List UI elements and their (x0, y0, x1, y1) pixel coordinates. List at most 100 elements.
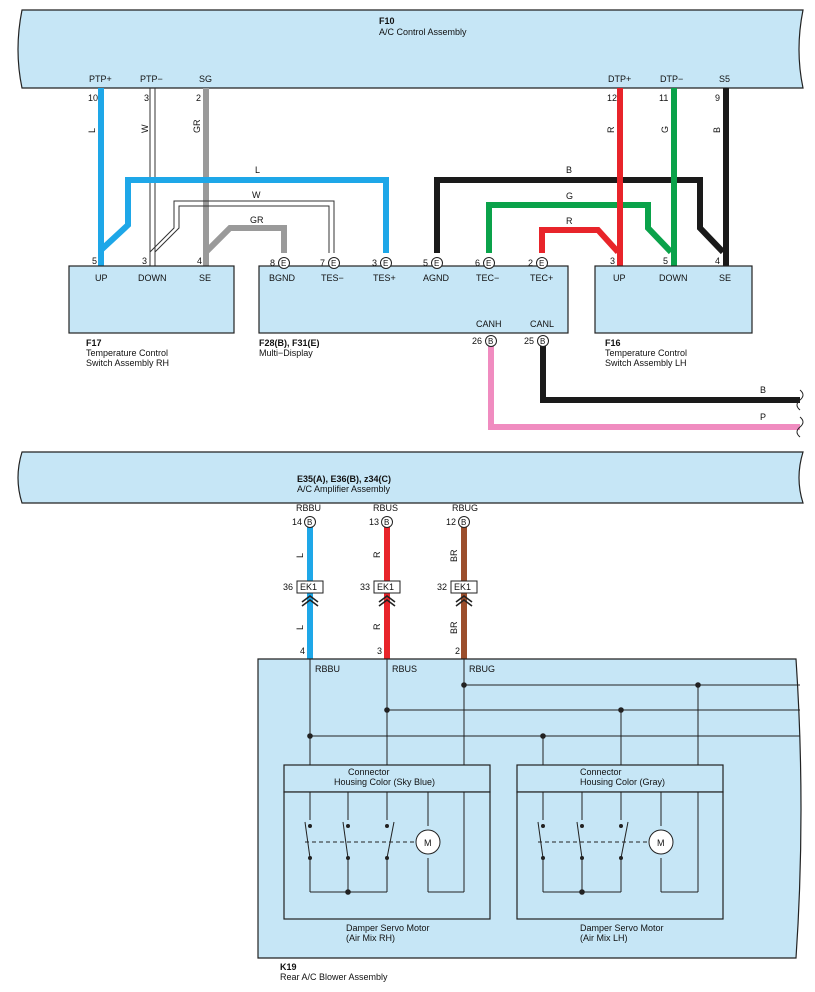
f10-pin-num: 12 (607, 93, 617, 103)
f17-code: F17 (86, 338, 102, 348)
ek1-connector-36 (296, 580, 324, 607)
wire-color-label: BR (449, 549, 459, 562)
motor-rh-circuit (304, 792, 465, 893)
motor-lh-circuit (537, 792, 699, 893)
f10-pin-sg: SG (199, 74, 212, 84)
wire-color-label: L (255, 165, 260, 175)
f10-pin-num: 9 (715, 93, 720, 103)
amp-pin-num: 13 (369, 517, 379, 527)
motor-rh-switch-dots (308, 824, 389, 895)
f17-name-line2: Switch Assembly RH (86, 358, 169, 368)
motor-lh-m-symbol: M (657, 838, 665, 848)
wire-color-label: GR (250, 215, 264, 225)
motor-rh-header-line2: Housing Color (Sky Blue) (334, 777, 435, 787)
f17-pin-num: 3 (142, 256, 147, 266)
f10-pin-num: 3 (144, 93, 149, 103)
wire-break-mark (796, 416, 804, 438)
ek1-pin-num: 33 (360, 582, 370, 592)
f28-pin-tag: B (540, 337, 545, 346)
f10-bar (17, 9, 804, 89)
amp-pin-rbug: RBUG (452, 503, 478, 513)
f28-pin-num: 7 (320, 258, 325, 268)
wire-color-label: G (660, 126, 670, 133)
ek1-label: EK1 (454, 582, 471, 592)
f17-pin-up: UP (95, 273, 108, 283)
f28-pin-tag: E (486, 259, 491, 268)
wire-g-tec-minus (486, 202, 674, 255)
f28-pin-tes-plus: TES+ (373, 273, 396, 283)
f28-pin-num: 26 (472, 336, 482, 346)
f17-pin-num: 5 (92, 256, 97, 266)
f16-pin-num: 3 (610, 256, 615, 266)
f17-pin-num: 4 (197, 256, 202, 266)
f28-pin-tag: E (383, 259, 388, 268)
wire-color-label: L (295, 625, 305, 630)
amp-connectors (304, 516, 470, 528)
wire-r-tec-plus (539, 227, 621, 255)
k19-pin-rbus: RBUS (392, 664, 417, 674)
amplifier-bar (17, 451, 804, 504)
wire-color-label: L (295, 553, 305, 558)
k19-pin-num: 2 (455, 646, 460, 656)
f10-pin-dtp-minus: DTP− (660, 74, 683, 84)
ek1-label: EK1 (300, 582, 317, 592)
motor-rh-m-symbol: M (424, 838, 432, 848)
k19-pin-rbug: RBUG (469, 664, 495, 674)
motor-lh-header-line2: Housing Color (Gray) (580, 777, 665, 787)
f28-pin-tag: E (281, 259, 286, 268)
f16-pin-se: SE (719, 273, 731, 283)
wire-color-label: R (566, 216, 573, 226)
amp-pin-tag: B (307, 518, 312, 527)
f28-pin-tag: E (434, 259, 439, 268)
k19-junction-dots (307, 682, 701, 739)
wire-color-label: R (372, 551, 382, 558)
f16-name-line2: Switch Assembly LH (605, 358, 687, 368)
wire-color-label: L (87, 128, 97, 133)
amp-pin-rbbu: RBBU (296, 503, 321, 513)
f10-pin-num: 10 (88, 93, 98, 103)
motor-rh-header-line1: Connector (348, 767, 390, 777)
f28-pin-bgnd: BGND (269, 273, 296, 283)
amp-pin-rbus: RBUS (373, 503, 398, 513)
f16-box (594, 265, 753, 334)
wire-color-label: B (566, 165, 572, 175)
amp-pin-num: 14 (292, 517, 302, 527)
f10-pin-ptp-minus: PTP− (140, 74, 163, 84)
motor-rh-connector-box (283, 764, 491, 793)
f16-pin-up: UP (613, 273, 626, 283)
f28-pin-num: 25 (524, 336, 534, 346)
wire-color-label: W (252, 190, 261, 200)
k19-pin-num: 3 (377, 646, 382, 656)
f10-pin-s5: S5 (719, 74, 730, 84)
f28-pin-agnd: AGND (423, 273, 450, 283)
f10-pin-num: 2 (196, 93, 201, 103)
f28-bottom-connectors (485, 335, 549, 347)
k19-code: K19 (280, 962, 297, 972)
wire-color-label: GR (192, 119, 202, 133)
wire-color-label: W (140, 124, 150, 133)
f28-top-connectors (278, 257, 548, 269)
f28-pin-tec-minus: TEC− (476, 273, 499, 283)
wire-l-to-tes-plus (98, 177, 389, 253)
f28-pin-canl: CANL (530, 319, 554, 329)
f28-code: F28(B), F31(E) (259, 338, 320, 348)
amp-pin-tag: B (461, 518, 466, 527)
f28-pin-tag: E (331, 259, 336, 268)
motor-lh-name-line1: Damper Servo Motor (580, 923, 664, 933)
f17-name-line1: Temperature Control (86, 348, 168, 358)
wire-color-label: B (712, 127, 722, 133)
wire-w-to-tes-minus (149, 200, 335, 253)
f28-pin-num: 5 (423, 258, 428, 268)
f10-pin-dtp-plus: DTP+ (608, 74, 631, 84)
f17-pin-se: SE (199, 273, 211, 283)
f17-pin-down: DOWN (138, 273, 167, 283)
f28-pin-canh: CANH (476, 319, 502, 329)
k19-pin-num: 4 (300, 646, 305, 656)
f16-pin-num: 4 (715, 256, 720, 266)
amp-pin-tag: B (384, 518, 389, 527)
ek1-connector-32 (450, 580, 478, 607)
ek1-pin-num: 36 (283, 582, 293, 592)
motor-lh-connector-box (516, 764, 724, 793)
wire-color-label: B (760, 385, 766, 395)
f10-code: F10 (379, 16, 395, 26)
